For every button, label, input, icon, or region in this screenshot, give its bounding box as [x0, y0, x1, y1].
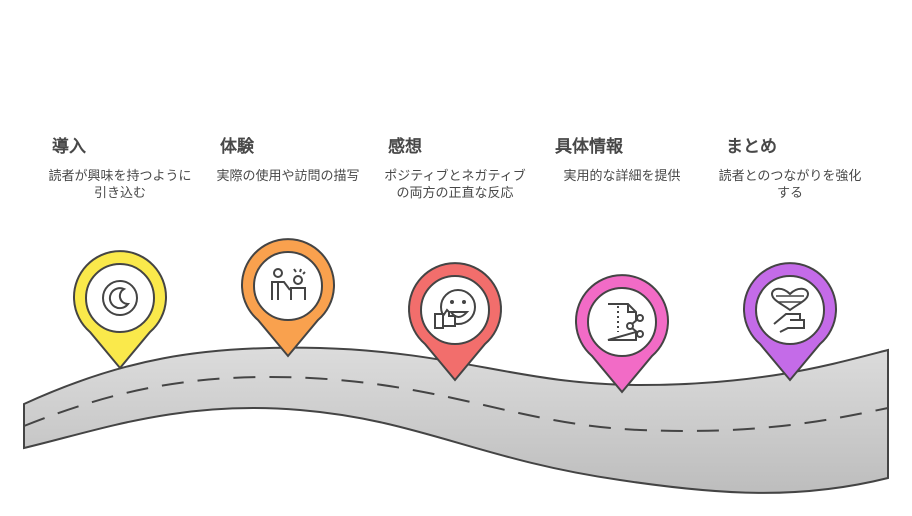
step-description: ポジティブとネガティブの両方の正直な反応 [384, 169, 526, 201]
step-title: 体験 [220, 137, 254, 157]
step-description: 実際の使用や訪問の描写 [216, 169, 360, 184]
moon-clock-icon [102, 280, 138, 316]
pin-4 [575, 274, 669, 394]
step-description: 読者とのつながりを強化する [718, 169, 862, 201]
step-description: 実用的な詳細を提供 [563, 169, 681, 184]
person-presenting-icon [271, 268, 306, 300]
road [23, 346, 889, 494]
pin-5 [743, 262, 837, 382]
step-title: 具体情報 [555, 137, 623, 157]
step-title: 感想 [388, 137, 422, 157]
step-description: 読者が興味を持つように引き込む [48, 169, 192, 201]
smiley-thumbs-up-icon [434, 289, 476, 329]
road-center-line [23, 375, 889, 432]
document-share-icon [607, 303, 644, 341]
pin-2 [241, 238, 335, 358]
step-title: まとめ [726, 137, 777, 157]
pin-3 [408, 262, 502, 382]
step-title: 導入 [52, 137, 86, 157]
heart-hand-icon [770, 287, 810, 333]
pin-1 [73, 250, 167, 370]
